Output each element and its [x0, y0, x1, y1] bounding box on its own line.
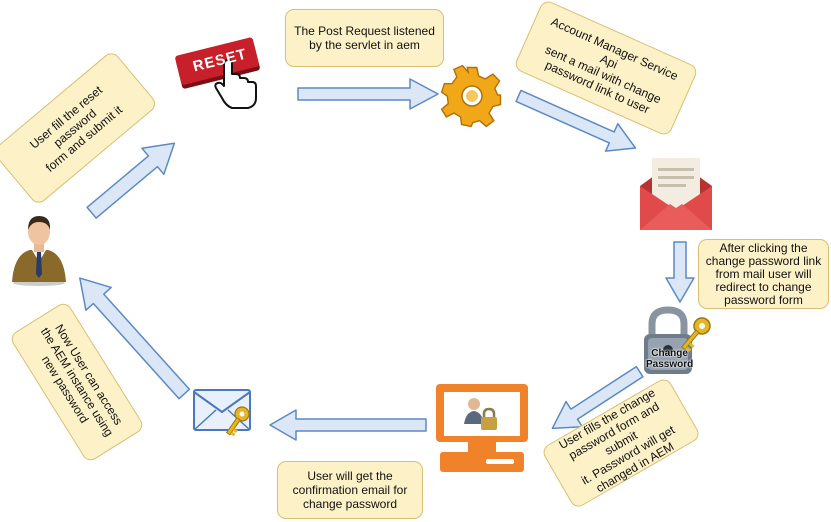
arrow-mail-to-lock: [665, 241, 695, 303]
reset-button-icon: RESET: [170, 30, 270, 110]
mail-icon: [640, 158, 712, 230]
lock-key-icon: [644, 306, 711, 374]
gear-icon: [440, 64, 502, 128]
note-after-clicking: After clicking the change password link …: [698, 239, 829, 309]
note-confirmation-email: User will get the confirmation email for…: [277, 461, 423, 519]
arrow-monitor-to-envelope: [269, 409, 427, 441]
arrow-gear-to-mail: [515, 89, 637, 152]
arrow-envelope-to-user: [79, 277, 191, 400]
arrow-lock-to-monitor: [551, 365, 644, 430]
change-password-label: Change Password: [646, 348, 694, 370]
envelope-key-icon: [193, 389, 251, 437]
computer-lock-icon: [436, 384, 528, 472]
arrow-reset-to-gear: [297, 78, 439, 110]
arrow-user-to-reset: [86, 142, 176, 219]
note-post-request: The Post Request listened by the servlet…: [285, 9, 444, 67]
user-icon: [12, 216, 66, 286]
